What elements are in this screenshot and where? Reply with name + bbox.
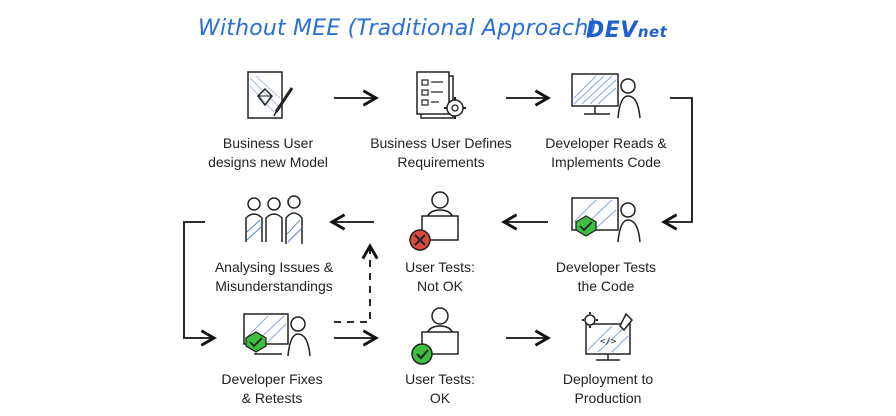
deployment-icon: </> [582, 312, 634, 361]
developer-fix-icon [243, 313, 311, 357]
node-label: User Tests:Not OK [405, 259, 475, 294]
logo-main-text: DEV [586, 18, 638, 43]
node-label: Analysing Issues &Misunderstandings [214, 259, 334, 294]
node-label: Developer Reads &Implements Code [545, 135, 667, 170]
node-analysing-issues: Analysing Issues &Misunderstandings [184, 192, 364, 296]
developer-computer-icon [571, 73, 641, 119]
logo-suffix-text: net [637, 23, 668, 41]
node-label: Developer Fixes& Retests [221, 371, 323, 406]
arrow-implements-to-tests [661, 97, 693, 231]
user-not-ok-icon [409, 191, 459, 251]
node-user-tests-ok: User Tests:OK [350, 304, 530, 408]
requirements-document-icon [416, 71, 466, 119]
node-label: User Tests:OK [405, 371, 475, 406]
node-developer-implements: Developer Reads &Implements Code [516, 68, 696, 172]
model-document-icon [247, 71, 294, 119]
node-developer-fixes: Developer Fixes& Retests [182, 310, 362, 408]
people-discussion-icon [245, 195, 303, 244]
diagram-title: Without MEE (Traditional Approach) [198, 16, 598, 41]
node-user-tests-not-ok: User Tests:Not OK [350, 188, 530, 296]
arrow-analysing-to-fixes [183, 221, 217, 347]
devnet-logo: DEVnet [586, 18, 667, 43]
developer-test-icon [571, 197, 641, 243]
svg-text:</>: </> [600, 337, 617, 347]
user-ok-icon [411, 307, 459, 365]
